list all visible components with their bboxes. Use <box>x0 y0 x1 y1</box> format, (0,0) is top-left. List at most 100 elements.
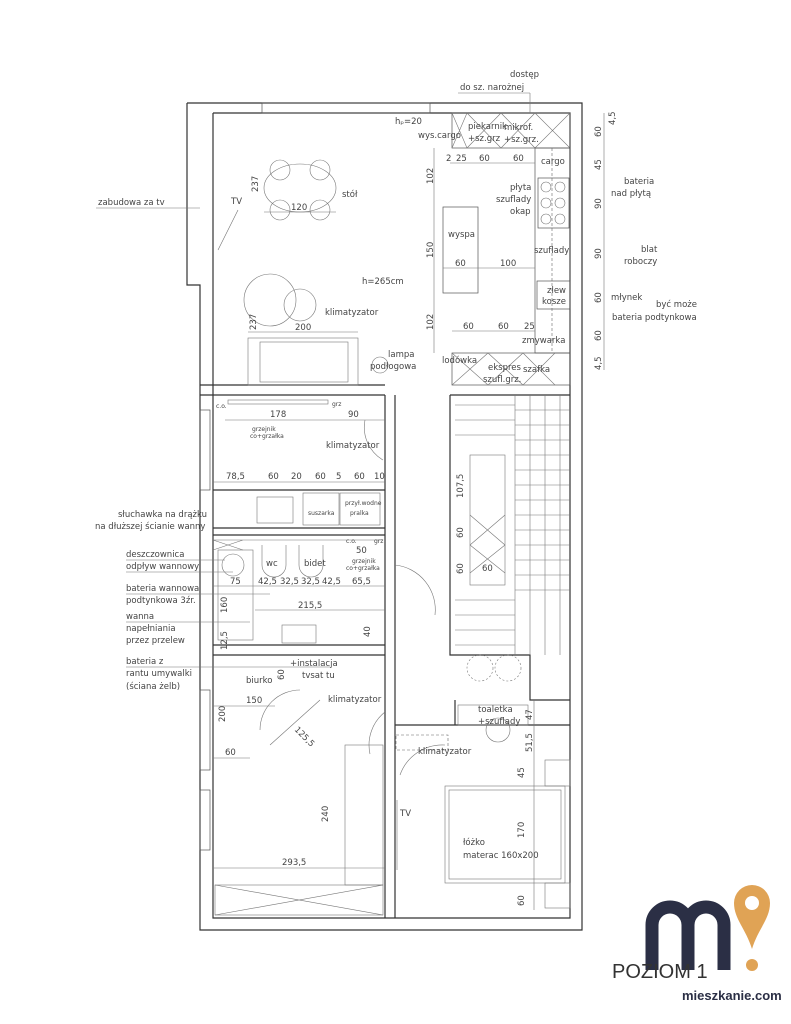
dimension: 90 <box>594 248 604 259</box>
note: młynek <box>611 293 642 303</box>
label: szufl.grz. <box>483 375 521 385</box>
label: dostęp <box>510 70 539 80</box>
dimension: 125,5 <box>292 725 316 749</box>
dimension: 240 <box>321 806 331 822</box>
level-title: POZIOM 1 <box>612 961 708 983</box>
label: zlew <box>547 286 566 296</box>
window-top <box>261 102 431 114</box>
dimension: 65,5 <box>352 577 371 587</box>
dimension: 102 <box>426 168 436 184</box>
note: rantu umywalki <box>126 669 192 679</box>
dimension: 60 <box>277 669 287 680</box>
dimension: 2 <box>446 154 451 164</box>
label: tvsat tu <box>302 671 335 681</box>
dimension: 60 <box>225 748 236 758</box>
note: roboczy <box>624 257 657 267</box>
note: bateria z <box>126 657 164 667</box>
dimension: 12,5 <box>220 631 230 650</box>
dimension: 160 <box>220 597 230 613</box>
label: klimatyzator <box>328 695 382 705</box>
dimension: 60 <box>268 472 279 482</box>
site-name: mieszkanie.com <box>682 988 782 1003</box>
label: do sz. narożnej <box>460 83 524 93</box>
label: wyspa <box>448 230 475 240</box>
label: +szuflady <box>478 717 520 727</box>
dimension: 293,5 <box>282 858 306 868</box>
island <box>442 206 479 294</box>
label: szuflady <box>534 246 569 256</box>
label: c.o. <box>346 538 357 545</box>
bathroom-notes: słuchawka na drążku na dłuższej ścianie … <box>95 510 330 692</box>
label: grzejnik <box>252 426 276 433</box>
label: bidet <box>304 559 326 569</box>
note: (ściana żelb) <box>126 681 180 692</box>
label: kosze <box>542 297 566 307</box>
dimension: 40 <box>363 626 373 637</box>
label: TV <box>399 809 411 819</box>
note: nad płytą <box>611 189 651 199</box>
dimension: 60 <box>479 154 490 164</box>
label: okap <box>510 207 531 217</box>
label: hₚ=20 <box>395 117 422 127</box>
label: suszarka <box>308 510 335 517</box>
note: słuchawka na drążku <box>118 510 207 520</box>
note: na dłuższej ścianie wanny <box>95 521 205 532</box>
dimension: 75 <box>230 577 241 587</box>
note: wanna <box>126 612 154 622</box>
dimension: 178 <box>270 410 286 420</box>
label: +instalacja <box>290 659 338 669</box>
note: przez przelew <box>126 636 185 646</box>
dimension: 20 <box>291 472 302 482</box>
dimension: 10 <box>374 472 385 482</box>
dimension: 60 <box>594 126 604 137</box>
bedroom2-furniture <box>395 704 571 909</box>
dimension: 60 <box>517 895 527 906</box>
dimension: 60 <box>594 330 604 341</box>
label: c.o. <box>216 403 227 410</box>
dimension: 45 <box>517 767 527 778</box>
label: lodówka <box>442 355 477 366</box>
label: płyta <box>510 183 531 193</box>
dimension: 25 <box>524 322 535 332</box>
label: pralka <box>350 510 369 517</box>
dimension: 25 <box>456 154 467 164</box>
label: klimatyzator <box>326 441 380 451</box>
dimension: 60 <box>463 322 474 332</box>
dimension: 107,5 <box>456 474 466 498</box>
dimension: 60 <box>354 472 365 482</box>
dimension: 4,5 <box>594 356 604 370</box>
bathroom-fixtures <box>212 399 436 644</box>
dimension: 47 <box>525 709 535 720</box>
label: h=265cm <box>362 277 404 287</box>
dimension: 78,5 <box>226 472 245 482</box>
walls <box>186 102 583 931</box>
label: +sz.grz <box>468 134 501 144</box>
dimension: 32,5 <box>301 577 320 587</box>
note: być może <box>656 299 697 310</box>
dimension: 120 <box>291 203 307 213</box>
note: deszczownica <box>126 550 184 560</box>
label: co+grzałka <box>346 565 380 572</box>
dimension: 60 <box>315 472 326 482</box>
label: grzejnik <box>352 558 376 565</box>
note: podtynkowa 3źr. <box>126 596 196 606</box>
dimension: 200 <box>295 323 311 333</box>
dimension: 60 <box>513 154 524 164</box>
dimension: 90 <box>348 410 359 420</box>
dimension: 42,5 <box>258 577 277 587</box>
label: toaletka <box>478 705 513 715</box>
note: napełniania <box>126 624 176 634</box>
dimension: 32,5 <box>280 577 299 587</box>
label: lampa <box>388 350 414 360</box>
dimension: 60 <box>482 564 493 574</box>
label: łóżko <box>463 837 485 848</box>
dimension: 100 <box>500 259 516 269</box>
label: szafka <box>523 365 550 375</box>
note: bateria <box>624 177 654 187</box>
bedroom1-furniture <box>214 689 386 916</box>
dimension: 170 <box>517 822 527 838</box>
label: materac 160x200 <box>463 851 539 861</box>
note: blat <box>641 245 658 255</box>
label: zmywarka <box>522 336 565 346</box>
sink <box>536 280 571 310</box>
